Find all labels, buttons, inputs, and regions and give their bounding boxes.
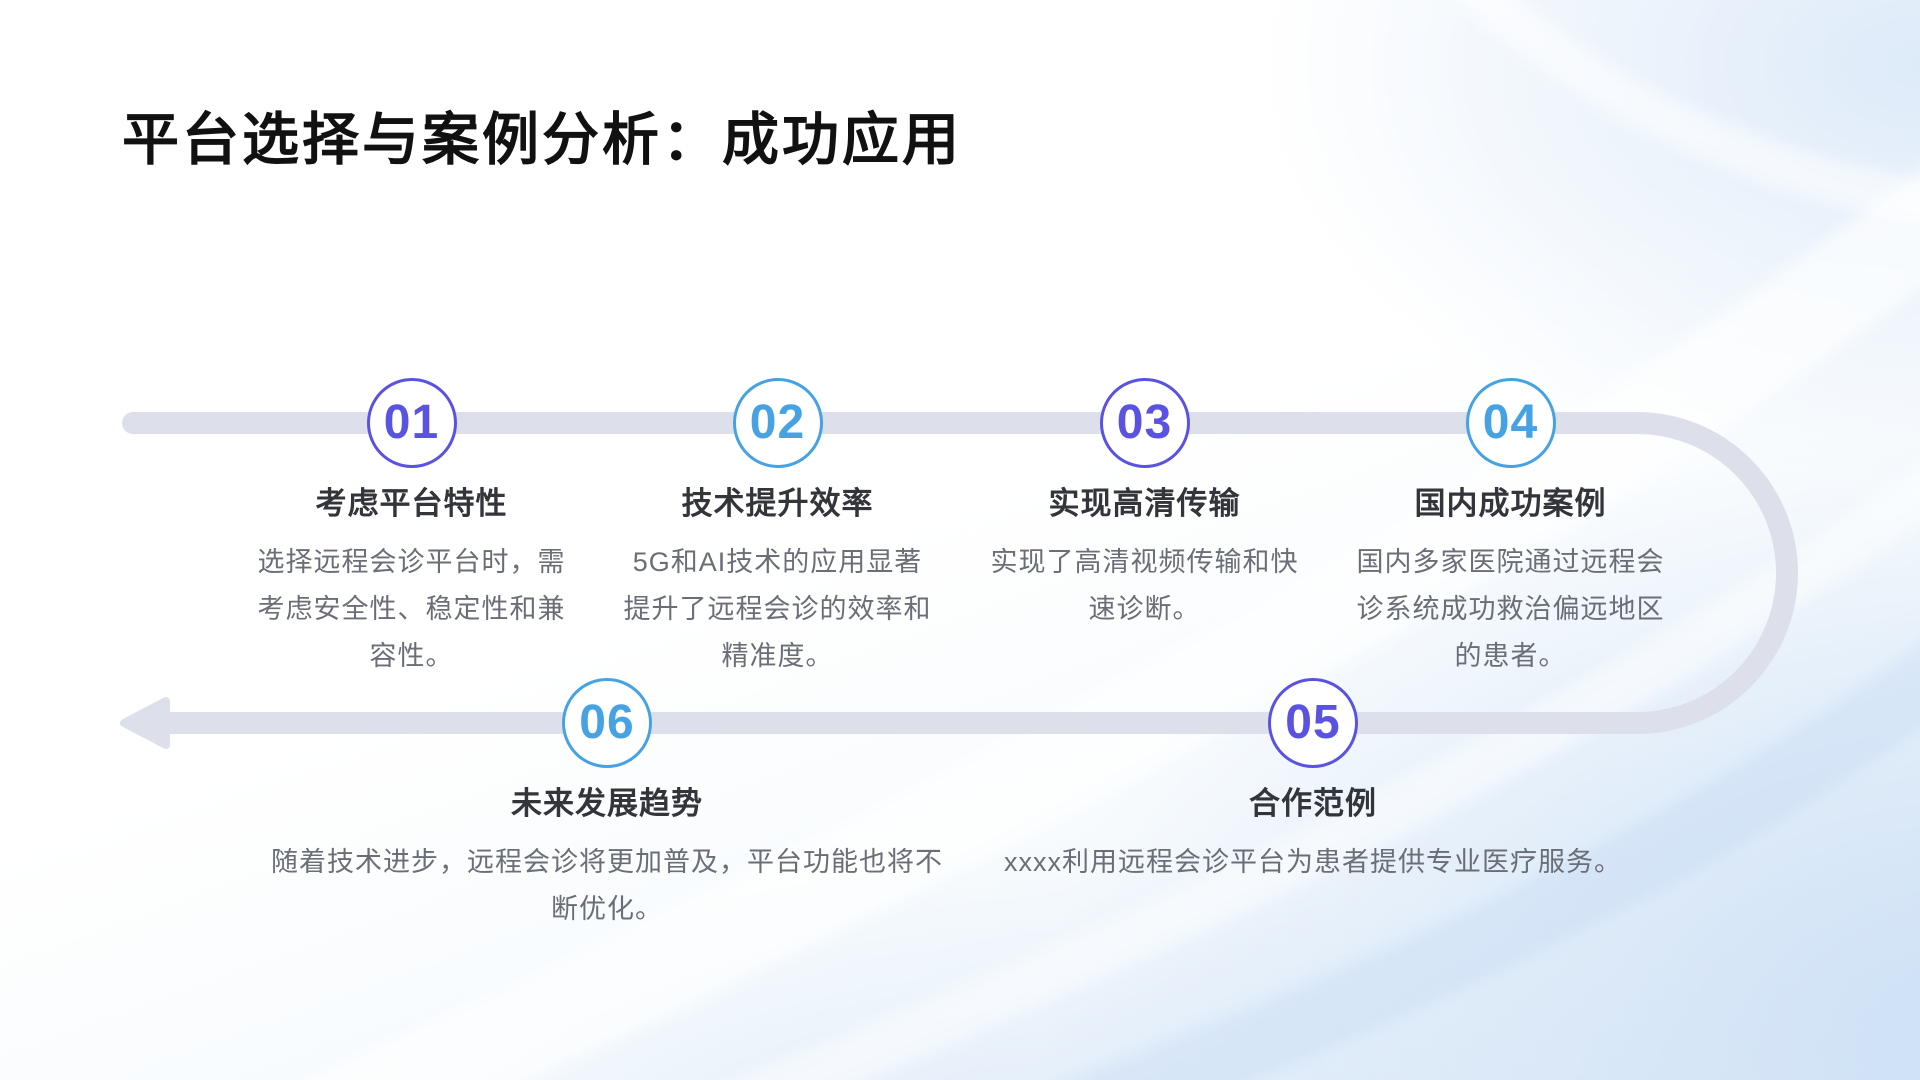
step-description: 国内多家医院通过远程会诊系统成功救治偏远地区的患者。 [1356, 547, 1665, 671]
step-number: 01 [383, 396, 440, 449]
step-title: 未来发展趋势 [511, 786, 703, 821]
timeline-step-02: 02 技术提升效率 5G和AI技术的应用显著提升了远程会诊的效率和精准度。 [620, 378, 935, 680]
step-05-number-badge: 05 [1268, 678, 1358, 768]
page-title: 平台选择与案例分析：成功应用 [122, 108, 962, 173]
step-title: 实现高清传输 [1048, 486, 1241, 521]
step-03-number-badge: 03 [1099, 378, 1190, 468]
timeline-step-05: 05 合作范例 xxxx利用远程会诊平台为患者提供专业医疗服务。 [968, 678, 1658, 886]
timeline-step-03: 03 实现高清传输 实现了高清视频传输和快速诊断。 [987, 378, 1302, 633]
step-02-number-badge: 02 [732, 378, 823, 468]
step-description: 选择远程会诊平台时，需考虑安全性、稳定性和兼容性。 [257, 547, 566, 671]
step-number: 05 [1285, 696, 1341, 749]
track-line [122, 412, 1798, 734]
step-title: 考虑平台特性 [315, 486, 508, 521]
step-description: 实现了高清视频传输和快速诊断。 [990, 547, 1299, 624]
arrow-left-icon [120, 697, 170, 749]
step-title: 合作范例 [1249, 786, 1377, 821]
timeline-step-06: 06 未来发展趋势 随着技术进步，远程会诊将更加普及，平台功能也将不断优化。 [262, 678, 952, 933]
step-04-number-badge: 04 [1465, 378, 1556, 468]
step-06-number-badge: 06 [562, 678, 652, 768]
step-number: 04 [1482, 396, 1539, 449]
timeline-step-04: 04 国内成功案例 国内多家医院通过远程会诊系统成功救治偏远地区的患者。 [1353, 378, 1668, 680]
step-number: 03 [1116, 396, 1173, 449]
step-title: 技术提升效率 [681, 486, 874, 521]
timeline-step-01: 01 考虑平台特性 选择远程会诊平台时，需考虑安全性、稳定性和兼容性。 [254, 378, 569, 680]
step-description: xxxx利用远程会诊平台为患者提供专业医疗服务。 [1004, 847, 1622, 877]
step-01-number-badge: 01 [366, 378, 457, 468]
step-number: 02 [749, 396, 806, 449]
step-description: 5G和AI技术的应用显著提升了远程会诊的效率和精准度。 [623, 547, 932, 671]
step-description: 随着技术进步，远程会诊将更加普及，平台功能也将不断优化。 [271, 847, 943, 924]
step-title: 国内成功案例 [1414, 486, 1607, 521]
step-number: 06 [579, 696, 635, 749]
